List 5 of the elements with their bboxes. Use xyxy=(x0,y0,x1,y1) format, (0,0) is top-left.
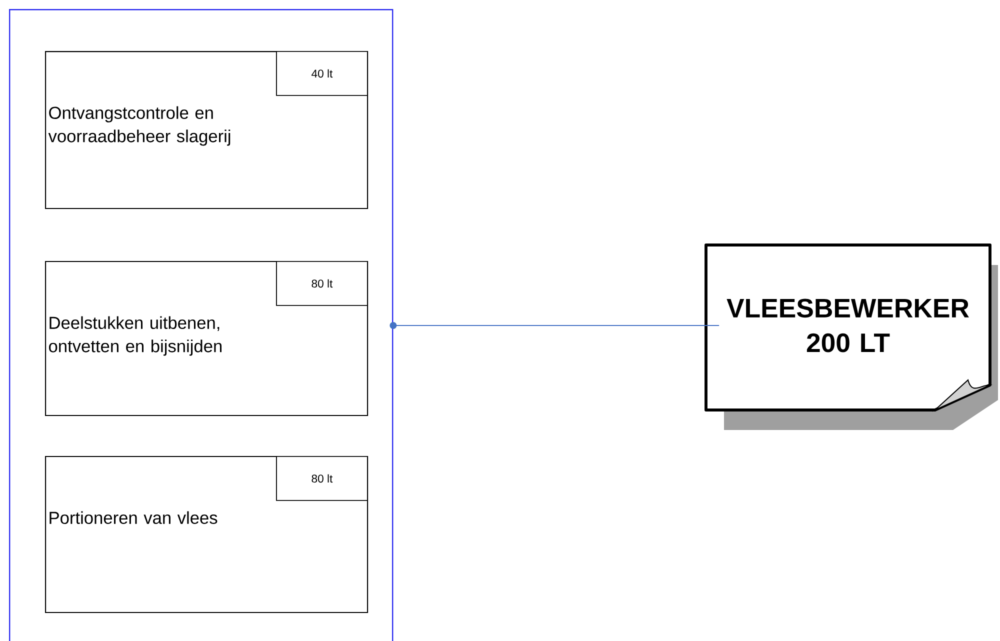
capacity-box: 80 lt xyxy=(276,456,368,501)
connector-line xyxy=(390,322,720,329)
capacity-box: 40 lt xyxy=(276,51,368,96)
group-frame xyxy=(9,9,394,641)
capacity-box: 80 lt xyxy=(276,261,368,306)
